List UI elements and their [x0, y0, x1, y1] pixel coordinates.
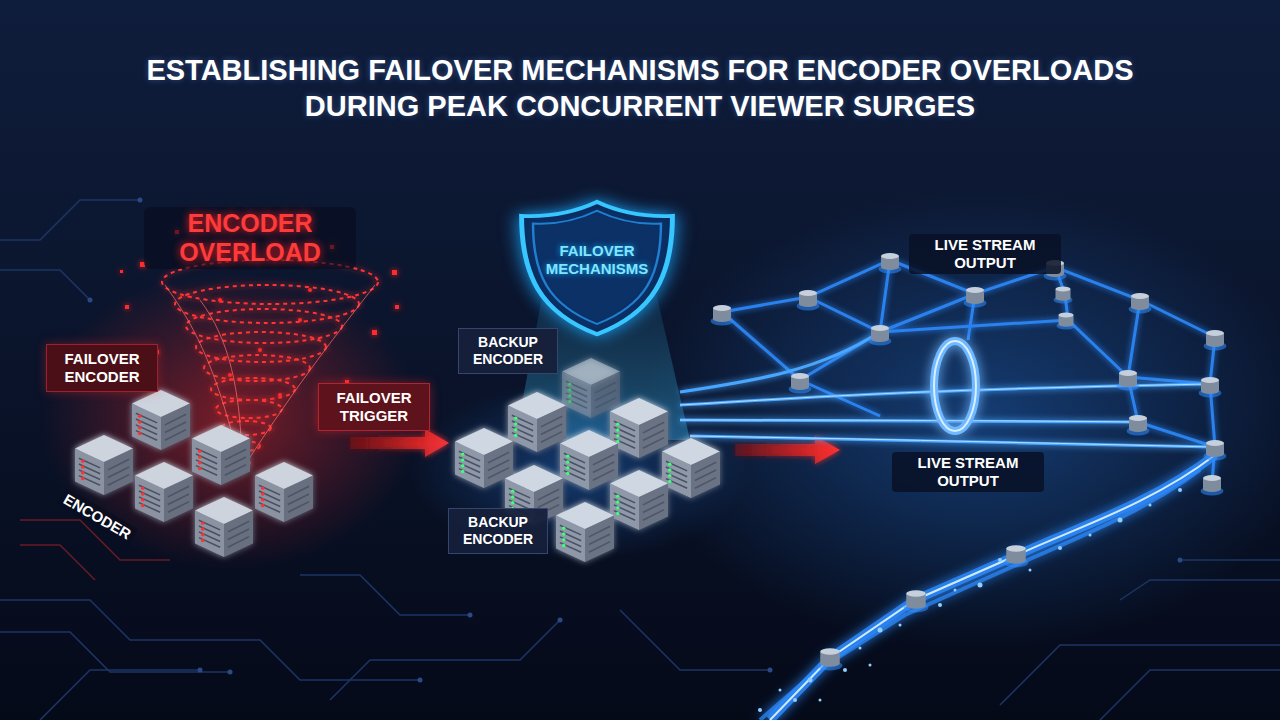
- overload-label: ENCODER OVERLOAD: [144, 207, 356, 269]
- failover-encoder-box: FAILOVER ENCODER: [46, 344, 158, 392]
- failover-trigger-box: FAILOVER TRIGGER: [318, 383, 430, 431]
- backup-encoder-box: BACKUP ENCODER: [448, 508, 548, 554]
- diagram-title: ESTABLISHING FAILOVER MECHANISMS FOR ENC…: [100, 52, 1180, 124]
- shield-shape: [522, 202, 673, 334]
- node-text: BACKUP ENCODER: [468, 334, 548, 368]
- output-label: LIVE STREAM OUTPUT: [909, 234, 1061, 274]
- backup-encoder-box: BACKUP ENCODER: [458, 328, 558, 374]
- node-text: BACKUP ENCODER: [458, 514, 538, 548]
- node-text: FAILOVER MECHANISMS: [535, 242, 659, 278]
- node-text: FAILOVER ENCODER: [56, 350, 148, 386]
- shield-inner-line: [533, 211, 661, 324]
- output-label: LIVE STREAM OUTPUT: [892, 452, 1044, 492]
- failover-shield: FAILOVER MECHANISMS: [515, 198, 679, 338]
- node-text: FAILOVER TRIGGER: [328, 389, 420, 425]
